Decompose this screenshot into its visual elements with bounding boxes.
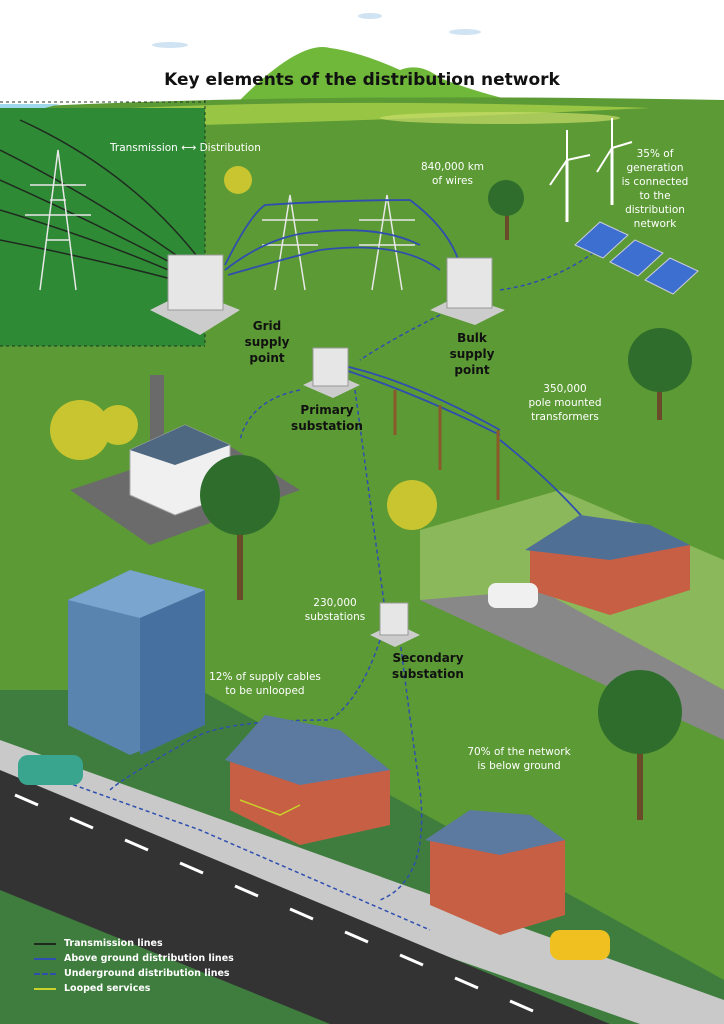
wind-turbine-icon <box>549 118 633 222</box>
label-line: Grid <box>252 319 282 333</box>
utility-pole <box>393 390 500 500</box>
secondary-substation-icon <box>370 602 420 647</box>
legend-swatch <box>34 987 56 990</box>
secondary-substation-label: Secondary substation <box>383 650 473 682</box>
legend-item-underground: Underground distribution lines <box>34 966 234 981</box>
primary-substation-icon <box>303 347 360 398</box>
road <box>0 770 610 1024</box>
legend-label: Looped services <box>64 983 151 994</box>
annotation-line: is connected <box>621 176 689 188</box>
below-ground-annotation: 70% of the network is below ground <box>459 745 579 773</box>
legend-label: Above ground distribution lines <box>64 953 234 964</box>
double-arrow-icon: ⟷ <box>181 142 197 154</box>
annotation-line: transformers <box>531 411 599 423</box>
looped-service-line <box>239 799 301 816</box>
label-line: substation <box>291 419 363 433</box>
wires-annotation: 840,000 km of wires <box>410 160 495 188</box>
car-icon <box>488 583 538 608</box>
legend: Transmission lines Above ground distribu… <box>34 936 234 996</box>
legend-swatch <box>34 942 56 945</box>
page-title: Key elements of the distribution network <box>164 70 560 90</box>
legend-item-looped: Looped services <box>34 981 234 996</box>
label-line: supply <box>449 347 495 361</box>
car-icon <box>18 755 83 785</box>
transmission-tower-icon <box>25 149 415 291</box>
mountain <box>240 47 510 100</box>
annotation-line: 350,000 <box>543 383 587 395</box>
tree-icon <box>50 166 692 820</box>
annotation-line: 70% of the network <box>467 746 571 758</box>
annotation-line: 12% of supply cables <box>209 671 321 683</box>
annotation-line: network <box>633 218 677 230</box>
office-building-icon <box>68 570 205 755</box>
annotation-line: substations <box>304 611 366 623</box>
annotation-line: pole mounted <box>528 397 602 409</box>
label-line: Bulk <box>457 331 487 345</box>
solar-panel-icon <box>574 221 699 295</box>
legend-label: Underground distribution lines <box>64 968 230 979</box>
annotation-line: of wires <box>432 175 473 187</box>
legend-swatch <box>34 972 56 975</box>
annotation-line: distribution <box>625 204 685 216</box>
label-line: point <box>454 363 490 377</box>
label-line: Secondary <box>392 651 464 665</box>
legend-label: Transmission lines <box>64 938 163 949</box>
unlooped-annotation: 12% of supply cables to be unlooped <box>205 670 325 698</box>
annotation-line: generation <box>626 162 684 174</box>
bulk-supply-point-label: Bulk supply point <box>442 330 502 378</box>
distribution-label: Distribution <box>199 142 261 154</box>
generation-annotation: 35% of generation is connected to the di… <box>615 147 695 231</box>
bulk-supply-point-icon <box>430 257 505 325</box>
annotation-line: 230,000 <box>313 597 357 609</box>
label-line: point <box>249 351 285 365</box>
legend-item-transmission: Transmission lines <box>34 936 234 951</box>
primary-substation-label: Primary substation <box>287 402 367 434</box>
boundary-label: Transmission ⟷ Distribution <box>110 141 261 155</box>
transmission-label: Transmission <box>110 142 178 154</box>
label-line: Primary <box>300 403 354 417</box>
label-line: supply <box>244 335 290 349</box>
annotation-line: is below ground <box>477 760 561 772</box>
label-line: substation <box>392 667 464 681</box>
grid-supply-point-label: Grid supply point <box>237 318 297 366</box>
annotation-line: to be unlooped <box>225 685 305 697</box>
annotation-line: to the <box>639 190 671 202</box>
house-icon <box>225 515 690 935</box>
pole-transformers-annotation: 350,000 pole mounted transformers <box>520 382 610 424</box>
annotation-line: 840,000 km <box>420 161 485 173</box>
grid-supply-point-icon <box>150 254 240 335</box>
legend-swatch <box>34 957 56 960</box>
substations-annotation: 230,000 substations <box>295 596 375 624</box>
car-icon <box>550 930 610 960</box>
legend-item-above-ground: Above ground distribution lines <box>34 951 234 966</box>
annotation-line: 35% of <box>636 148 674 160</box>
transmission-lines <box>0 119 201 281</box>
